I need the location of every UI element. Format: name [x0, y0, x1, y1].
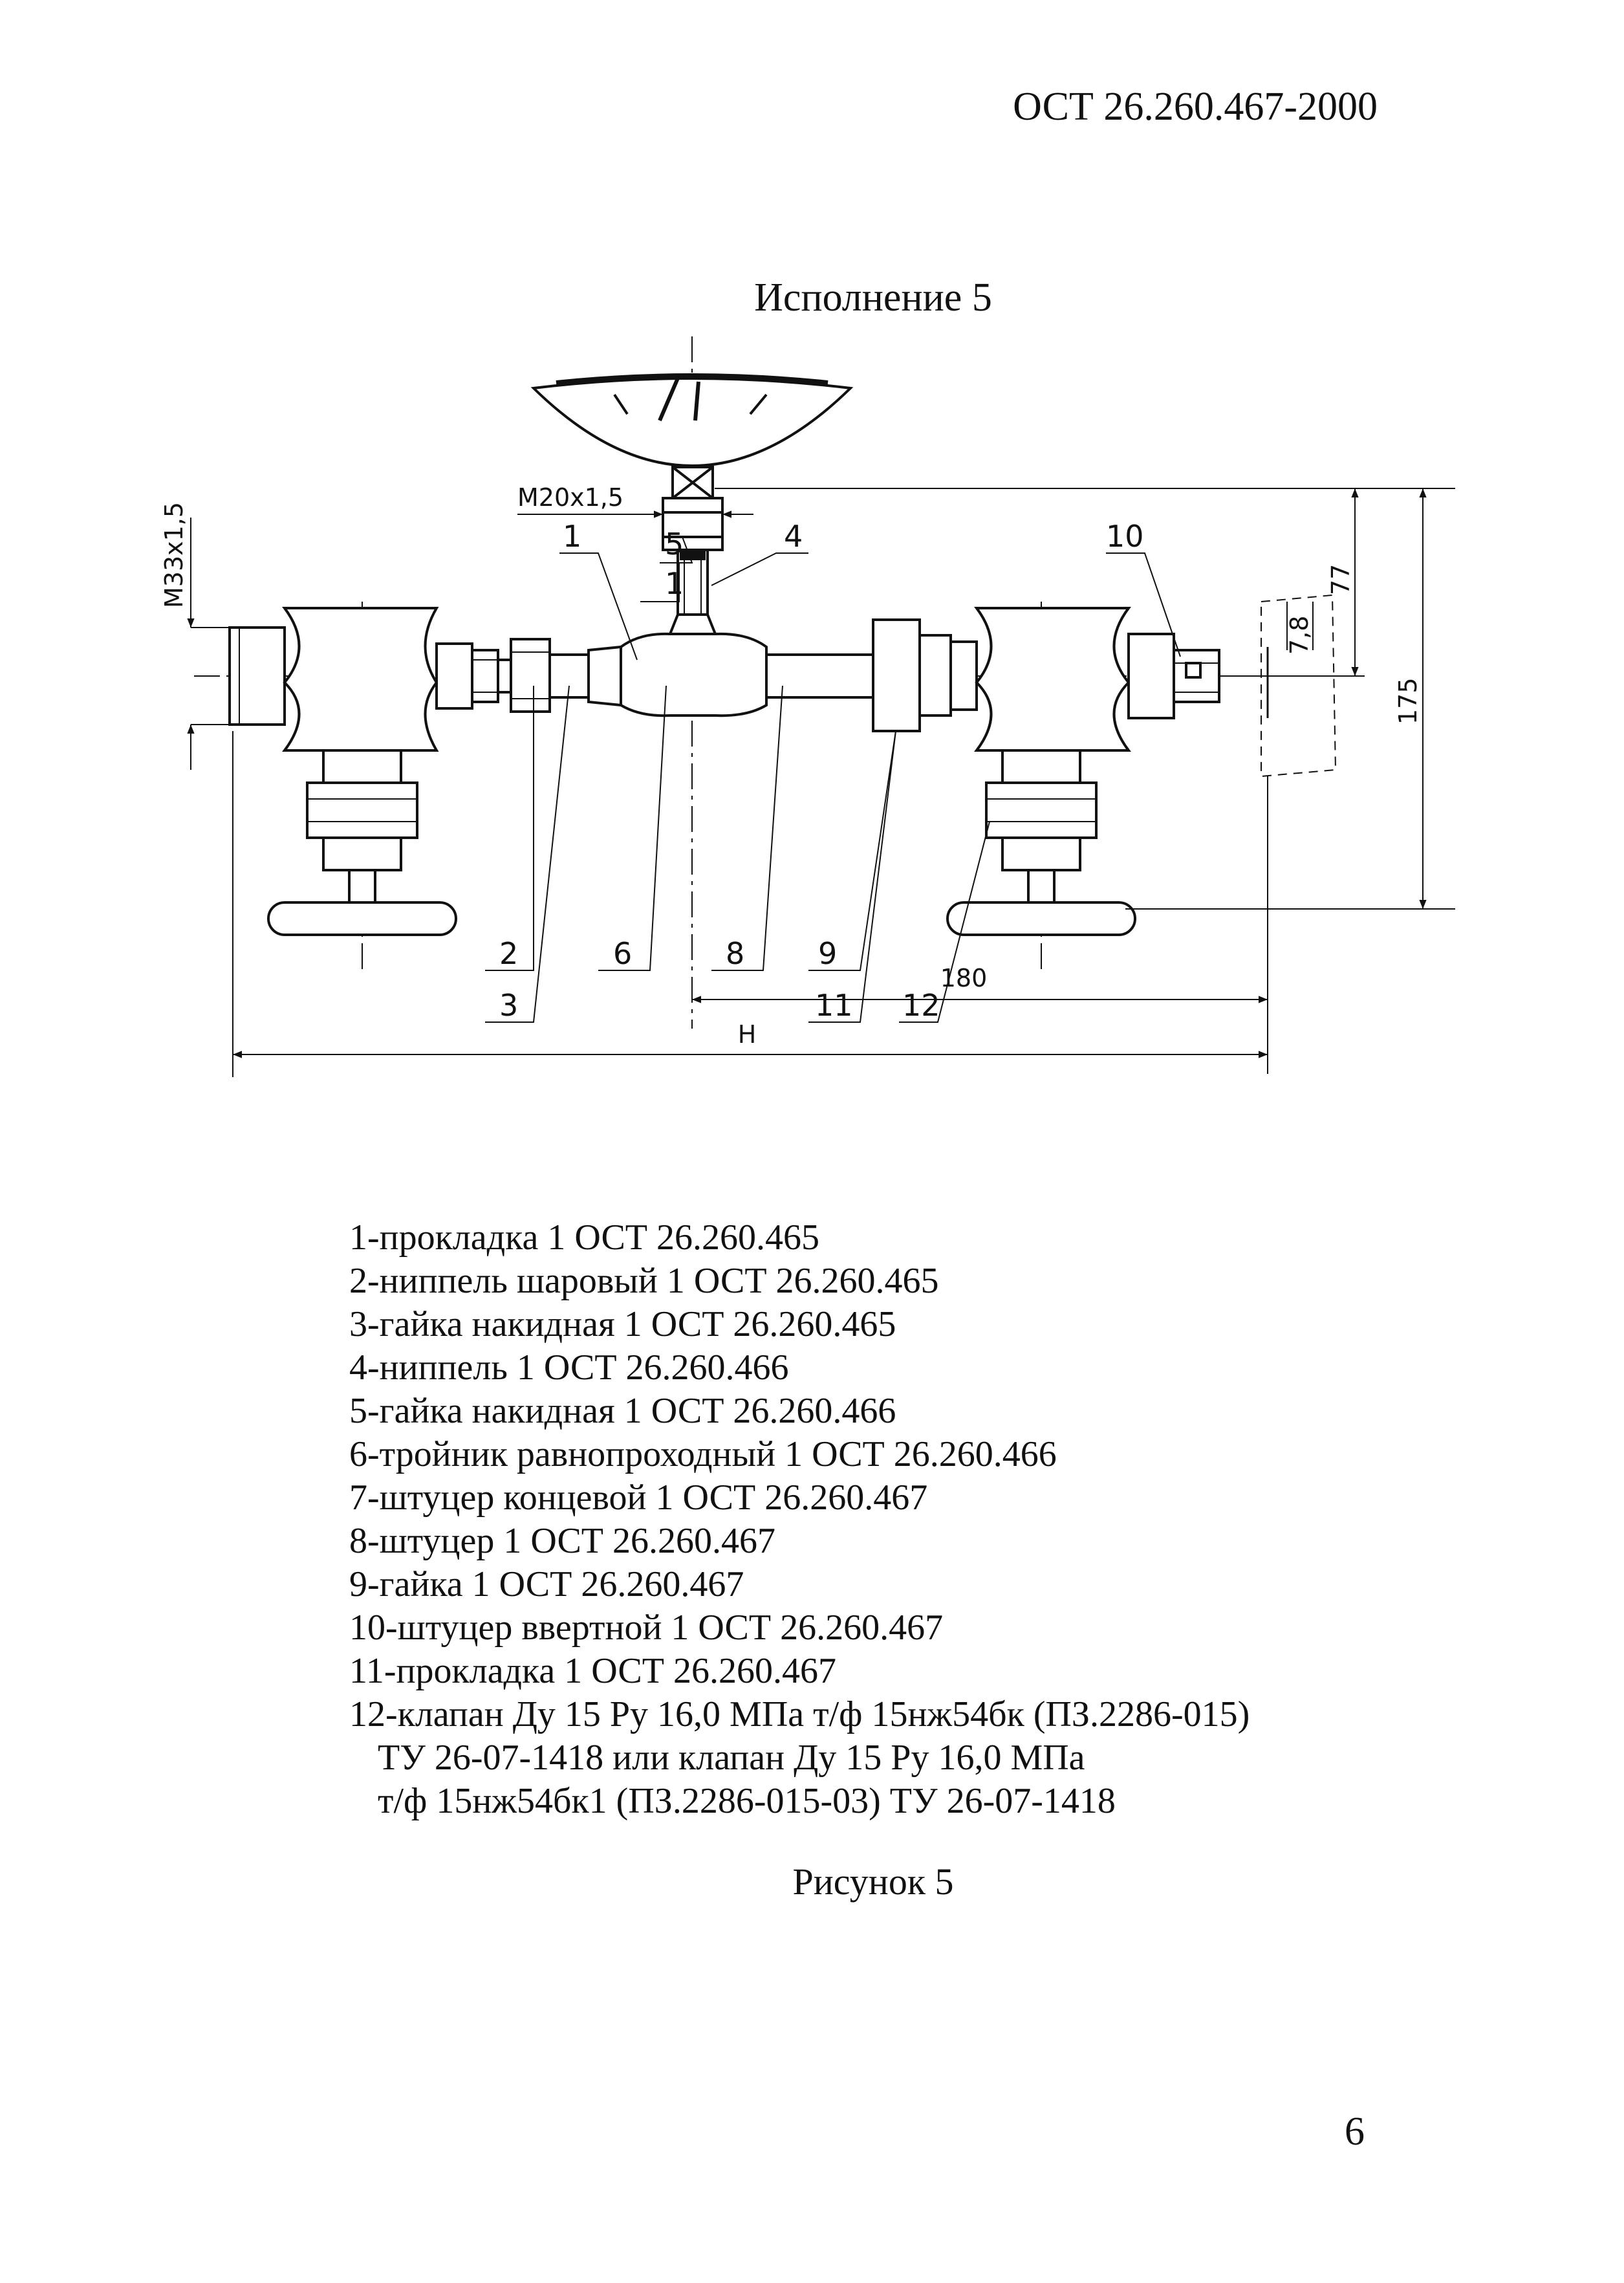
parts-list: 1-прокладка 1 ОСТ 26.260.465 2-ниппель ш… [349, 1216, 1358, 1823]
parts-list-item: 9-гайка 1 ОСТ 26.260.467 [349, 1564, 744, 1604]
variant-title: Исполнение 5 [754, 276, 992, 320]
callout-6: 6 [613, 936, 632, 971]
right-valve [946, 607, 1220, 936]
parts-list-item-continuation: т/ф 15нж54бк1 (ПЗ.2286-015-03) ТУ 26-07-… [378, 1781, 1116, 1821]
parts-list-item: 3-гайка накидная 1 ОСТ 26.260.465 [349, 1304, 896, 1344]
parts-list-item: 7-штуцер концевой 1 ОСТ 26.260.467 [349, 1478, 928, 1518]
dim-175-label: 175 [1394, 677, 1422, 725]
dim-m20-label: M20x1,5 [517, 483, 623, 512]
dim-overall [232, 731, 1268, 1077]
dim-7-8-label: 7,8 [1285, 616, 1314, 655]
parts-list-item: 1-прокладка 1 ОСТ 26.260.465 [349, 1218, 820, 1258]
callout-11: 11 [815, 988, 853, 1023]
dim-77 [715, 488, 1455, 677]
technical-drawing: M33x1,5 M20x1,5 77 175 7,8 180 [160, 336, 1455, 1077]
callout-1: 1 [665, 566, 684, 601]
dim-m33 [187, 518, 230, 770]
dim-180-label: 180 [940, 964, 988, 992]
dim-77-label: 77 [1326, 564, 1355, 595]
dim-overall-label: H [738, 1020, 757, 1049]
callout-7: 1 [563, 519, 581, 554]
parts-list-item-continuation: ТУ 26-07-1418 или клапан Ду 15 Ру 16,0 М… [378, 1738, 1085, 1778]
parts-list-item: 6-тройник равнопроходный 1 ОСТ 26.260.46… [349, 1434, 1057, 1474]
callout-5: 5 [665, 527, 684, 562]
callout-8: 8 [726, 936, 744, 971]
callout-2: 2 [499, 936, 518, 971]
callout-leaders [485, 536, 1181, 1023]
pressure-gauge [530, 373, 854, 499]
parts-list-item: 4-ниппель 1 ОСТ 26.260.466 [349, 1348, 789, 1388]
dim-180 [692, 776, 1268, 1074]
parts-list-item: 10-штуцер ввертной 1 ОСТ 26.260.467 [349, 1608, 944, 1648]
callout-3: 3 [499, 988, 518, 1023]
callout-4: 4 [784, 519, 803, 554]
document-code: ОСТ 26.260.467-2000 [1013, 85, 1378, 129]
top-connection [662, 497, 724, 635]
dim-7-8 [1286, 602, 1314, 650]
parts-list-item: 12-клапан Ду 15 Ру 16,0 МПа т/ф 15нж54бк… [349, 1694, 1250, 1734]
figure-caption: Рисунок 5 [792, 1861, 954, 1903]
left-valve [228, 607, 473, 936]
callout-9: 9 [818, 936, 837, 971]
parts-list-item: 11-прокладка 1 ОСТ 26.260.467 [349, 1651, 836, 1691]
parts-list-item: 5-гайка накидная 1 ОСТ 26.260.466 [349, 1391, 896, 1431]
dim-175 [1125, 488, 1455, 910]
dim-m33-label: M33x1,5 [160, 502, 188, 608]
mounting-wall [1261, 594, 1337, 778]
left-coupling [471, 638, 590, 713]
tee-body [587, 618, 952, 732]
callout-12: 12 [902, 988, 940, 1023]
parts-list-item: 2-ниппель шаровый 1 ОСТ 26.260.465 [349, 1261, 939, 1301]
page-number: 6 [1345, 2110, 1365, 2154]
parts-list-item: 8-штуцер 1 ОСТ 26.260.467 [349, 1521, 776, 1561]
callout-10: 10 [1106, 519, 1144, 554]
